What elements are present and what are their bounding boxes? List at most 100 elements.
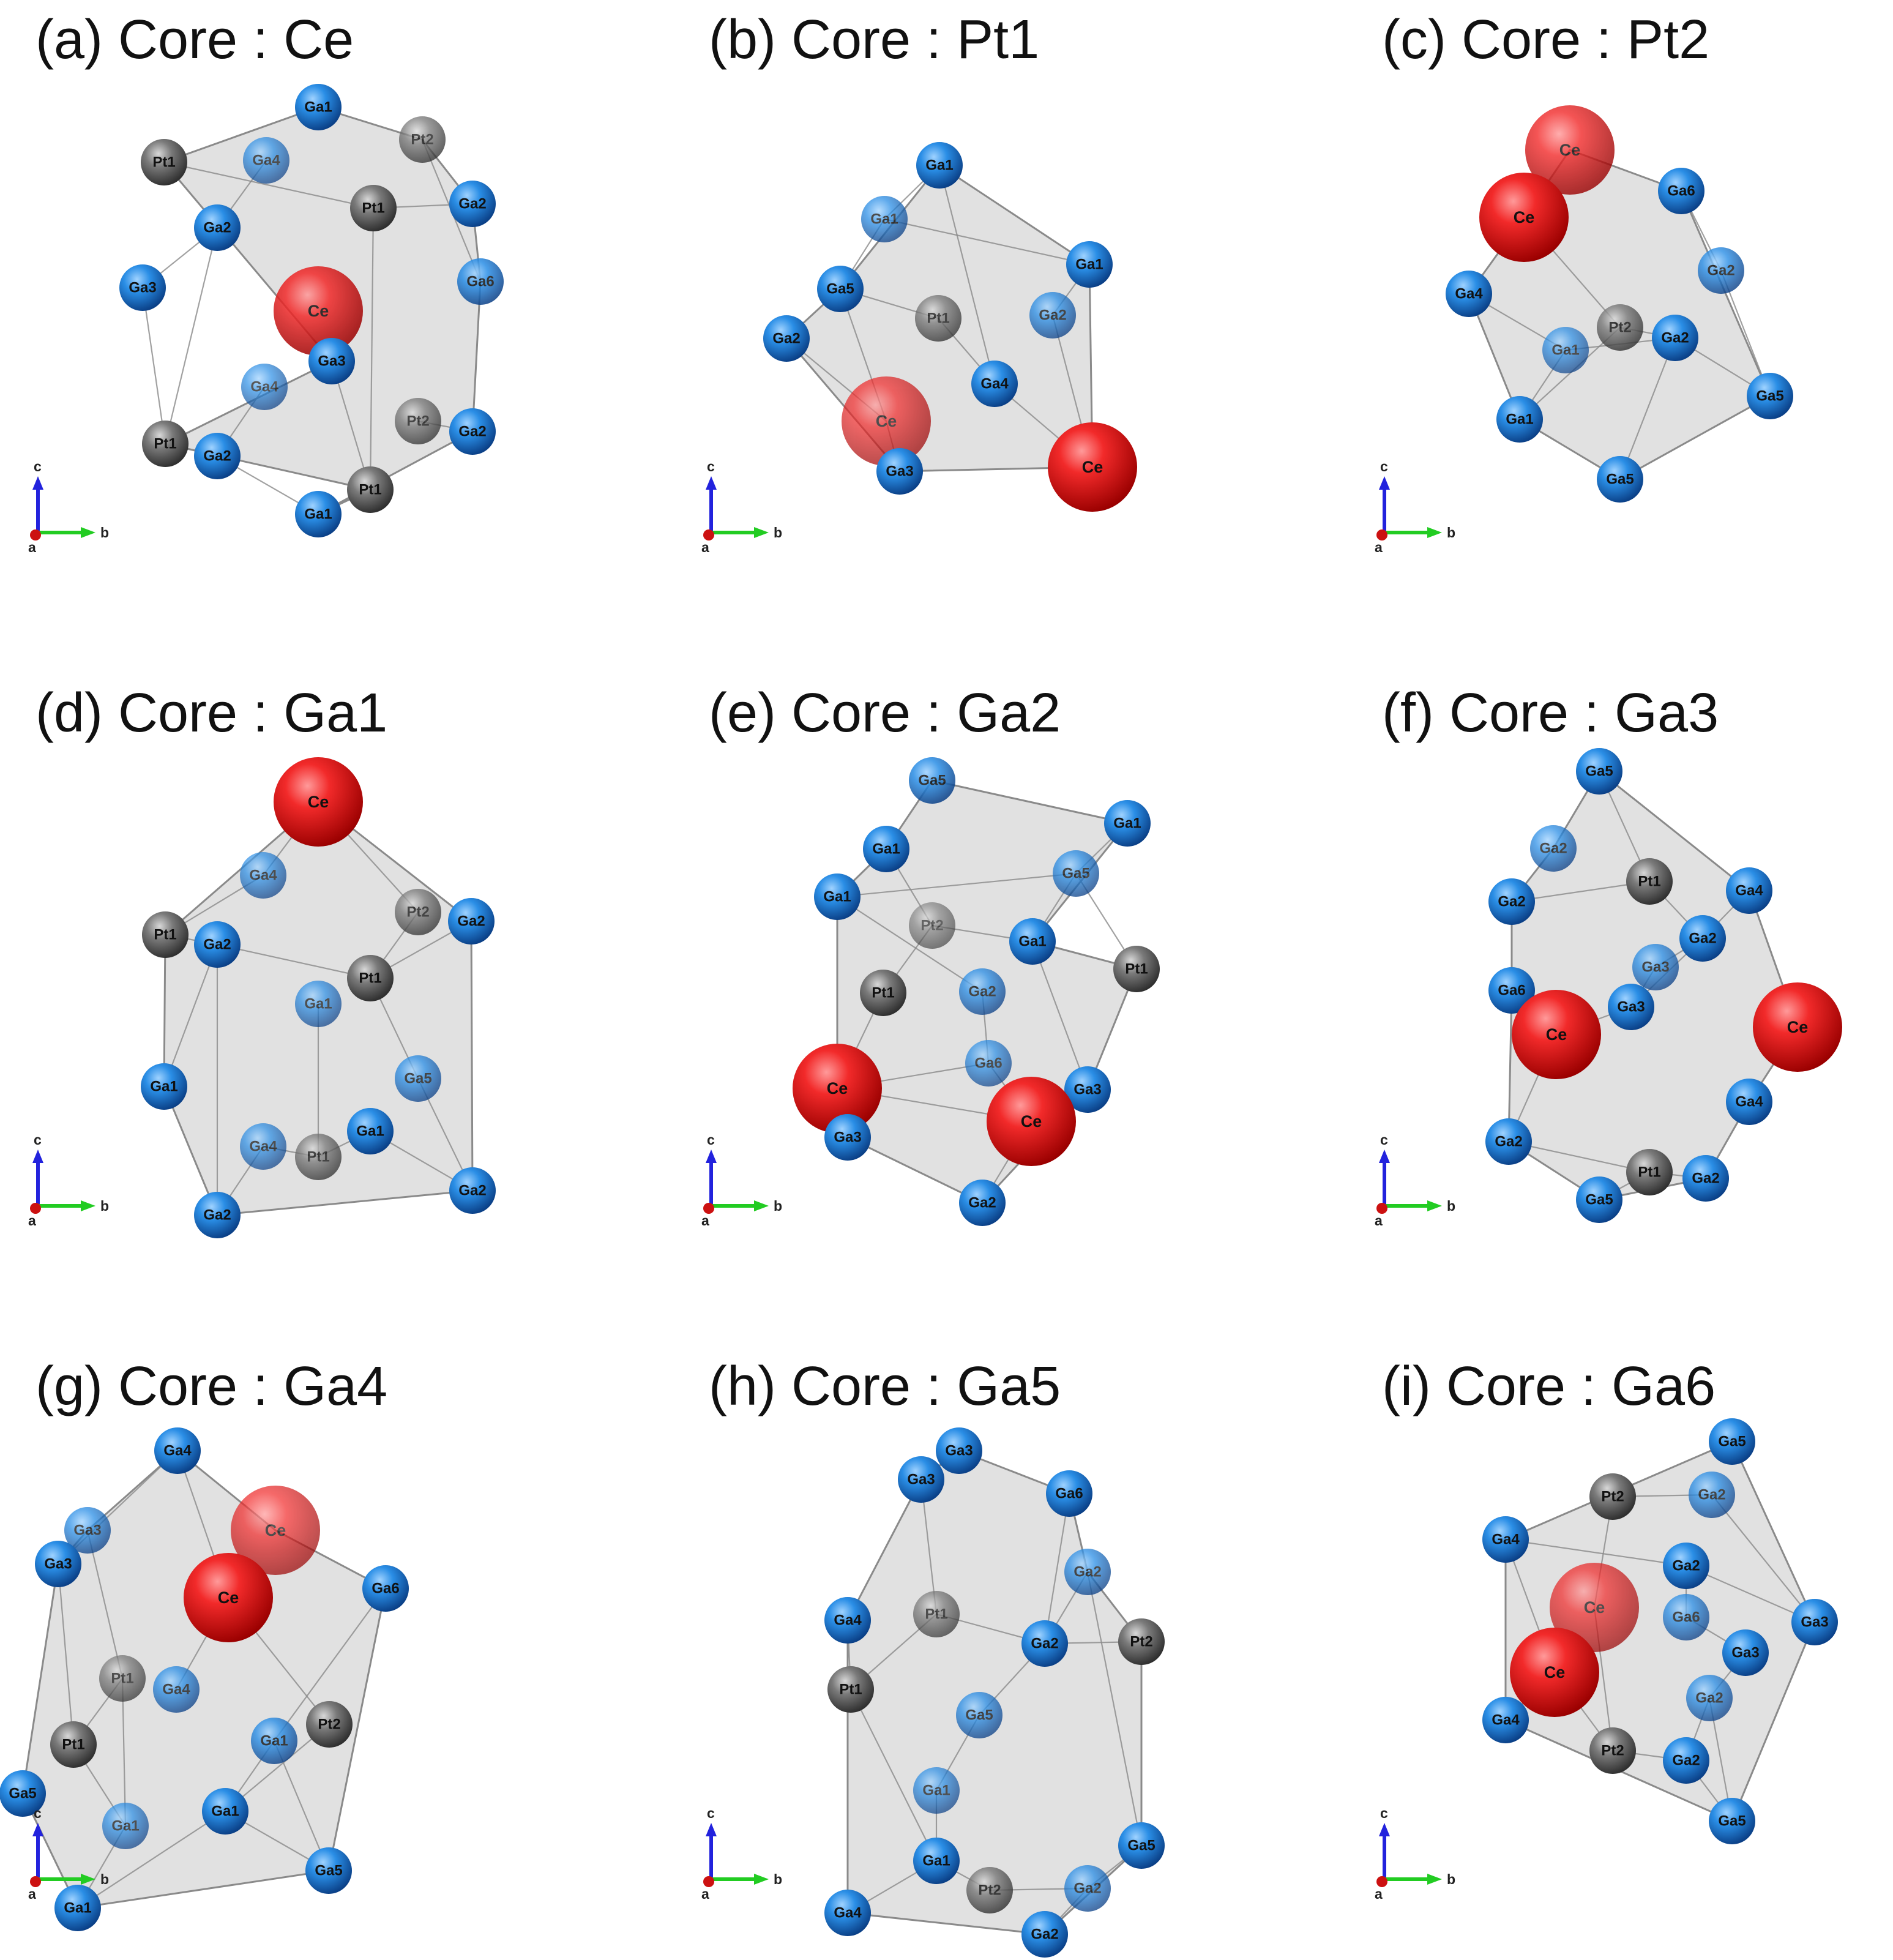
atom-ga2: Ga2	[1064, 1865, 1111, 1912]
atom-ga2: Ga2	[1021, 1911, 1068, 1958]
atom-label: Ga5	[965, 1707, 993, 1724]
polyhedron-edge	[1619, 337, 1676, 480]
atom-label: Ga4	[980, 376, 1009, 392]
atom-label: Ga5	[1718, 1434, 1746, 1450]
panels-root: (a) Core : CeGa4Ga4Pt2Pt2CeGa6Ga1Pt1Pt1G…	[0, 9, 1842, 1958]
atom-label: Pt2	[406, 413, 429, 430]
atom-ga4: Ga4	[153, 1666, 200, 1713]
atom-sphere	[1753, 982, 1842, 1072]
atom-pt1: Pt1	[913, 1591, 960, 1637]
atom-sphere	[1722, 1629, 1769, 1676]
atom-label: Pt2	[318, 1716, 340, 1733]
atom-pt1: Pt1	[1626, 858, 1673, 905]
atom-sphere	[763, 315, 810, 362]
axis-a-marker	[1376, 1876, 1387, 1887]
atom-ce: Ce	[987, 1077, 1076, 1166]
polyhedron-edge	[1686, 1565, 1815, 1623]
atom-sphere	[142, 421, 189, 467]
axis-triad: cba	[701, 458, 782, 555]
atom-ga4: Ga4	[240, 1123, 286, 1170]
atom-sphere	[231, 1486, 320, 1575]
atom-label: Ga1	[1113, 815, 1141, 832]
atom-pt1: Pt1	[350, 185, 397, 231]
atom-pt1: Pt1	[827, 1666, 874, 1713]
atom-label: Ga1	[356, 1123, 384, 1140]
axis-b-head	[81, 527, 95, 538]
atom-sphere	[1709, 1418, 1755, 1465]
atom-pt1: Pt1	[295, 1134, 342, 1180]
polyhedron-edges	[786, 165, 1094, 472]
axis-a-label: a	[701, 1213, 709, 1229]
polyhedron-edge	[57, 1563, 75, 1745]
atom-ga5: Ga5	[1597, 456, 1643, 503]
atom-ga2: Ga2	[1488, 878, 1535, 925]
atom-label: Pt1	[1125, 961, 1148, 978]
axis-b-head	[754, 527, 769, 538]
atom-label: Ce	[218, 1588, 239, 1607]
axis-a-label: a	[701, 539, 709, 555]
atom-label: Ga2	[968, 984, 996, 1000]
atom-sphere	[1726, 867, 1772, 914]
atom-sphere	[1663, 1594, 1709, 1640]
atom-label: Pt1	[62, 1737, 84, 1753]
atom-pt2: Pt2	[909, 902, 955, 949]
atom-sphere	[457, 258, 504, 305]
polyhedron-edge	[121, 1678, 127, 1827]
panel-d: (d) Core : Ga1Ga4Ga1Ga4Pt2Ga5Pt1CeGa2Pt1…	[28, 683, 496, 1238]
atom-sphere	[1066, 241, 1113, 288]
axis-b-head	[1427, 1200, 1442, 1211]
atom-sphere	[119, 264, 166, 311]
atom-label: Pt1	[362, 200, 384, 217]
atom-ce: Ce	[842, 376, 931, 466]
atom-ga5: Ga5	[817, 266, 864, 312]
atom-sphere	[959, 1180, 1006, 1226]
atom-label: Pt1	[927, 310, 949, 327]
axis-c-label: c	[707, 1132, 715, 1148]
atom-pt2: Pt2	[966, 1867, 1013, 1913]
atom-ga5: Ga5	[1576, 748, 1622, 795]
atom-pt1: Pt1	[141, 139, 187, 185]
polyhedron-edge	[163, 944, 218, 1087]
atom-ce: Ce	[793, 1044, 882, 1133]
axis-b-head	[81, 1200, 95, 1211]
atom-label: Pt2	[1601, 1743, 1624, 1759]
atom-label: Ga1	[922, 1782, 950, 1799]
atom-label: Pt1	[359, 970, 381, 987]
atom-sphere	[913, 1591, 960, 1637]
atom-label: Ga3	[318, 353, 345, 370]
polyhedron-edge	[273, 1740, 330, 1871]
atom-label: Ce	[1584, 1598, 1605, 1617]
atom-ga4: Ga4	[240, 852, 286, 899]
atom-label: Ga1	[870, 211, 898, 228]
atom-label: Ga4	[249, 867, 277, 884]
axis-a-label: a	[28, 1886, 36, 1902]
atom-label: Ga2	[1073, 1564, 1101, 1580]
axis-b-label: b	[1447, 1198, 1455, 1214]
atom-sphere	[1709, 1798, 1755, 1844]
atom-label: Ga6	[974, 1055, 1002, 1072]
axis-c-label: c	[34, 458, 42, 474]
polyhedron-edge	[163, 161, 374, 209]
axis-a-marker	[1376, 1203, 1387, 1214]
panel-c: (c) Core : Pt2Ga1CeGa2Pt2CeGa6Ga4Ga2Ga5G…	[1375, 9, 1793, 555]
atom-sphere	[449, 408, 496, 455]
atom-ga2: Ga2	[448, 898, 495, 944]
atom-label: Ga4	[249, 1139, 277, 1155]
atom-label: Ga4	[163, 1443, 192, 1459]
atom-ga6: Ga6	[1046, 1470, 1092, 1517]
atom-sphere	[1747, 373, 1793, 419]
atom-pt2: Pt2	[1118, 1618, 1165, 1665]
atom-sphere	[240, 852, 286, 899]
panel-title: (e) Core : Ga2	[709, 683, 1061, 744]
atom-label: Ga2	[772, 331, 800, 347]
polyhedron-edge	[1505, 1538, 1687, 1567]
atom-ga1: Ga1	[347, 1108, 394, 1154]
axis-c-head	[32, 1150, 43, 1163]
atom-ga2: Ga2	[449, 181, 496, 227]
atom-sphere	[1597, 456, 1643, 503]
atom-sphere	[243, 137, 289, 184]
atom-sphere	[1626, 858, 1673, 905]
axis-triad: cba	[28, 1805, 109, 1902]
atom-label: Ga4	[834, 1905, 862, 1921]
